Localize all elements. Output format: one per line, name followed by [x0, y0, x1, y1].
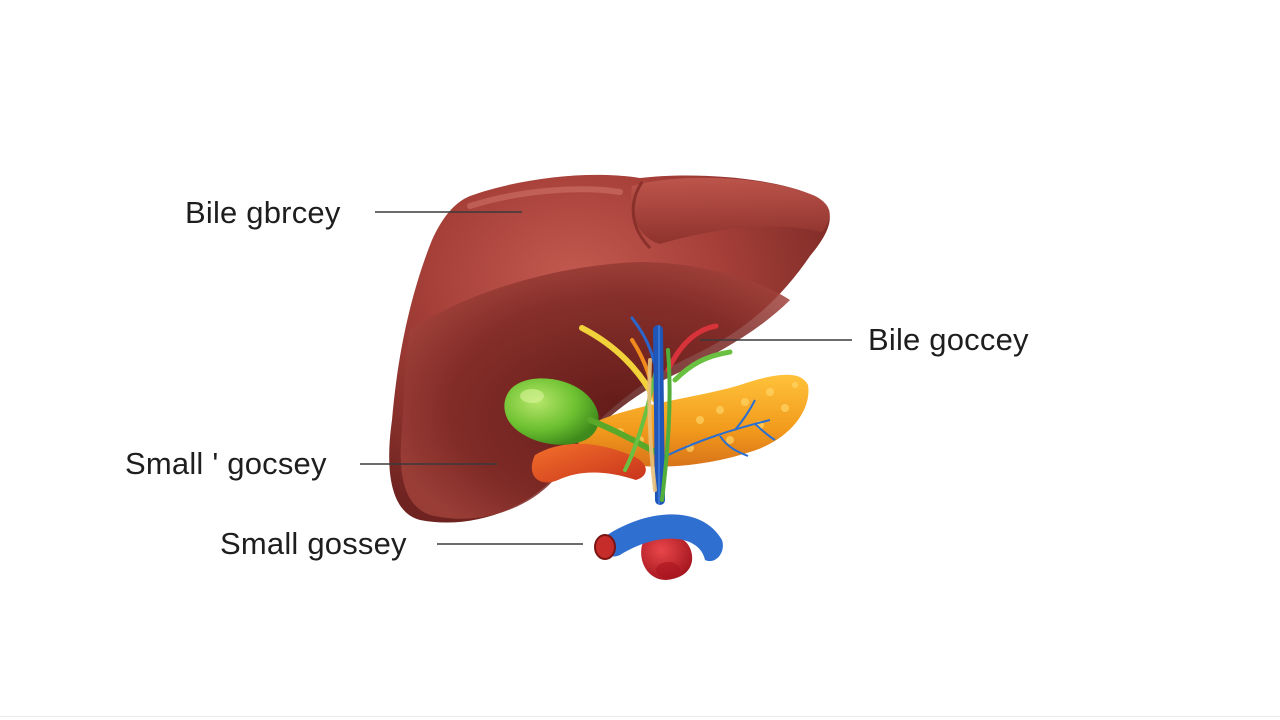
label-bile-gbrcey: Bile gbrcey [185, 195, 341, 230]
gallbladder-highlight [520, 389, 544, 403]
label-small-gossey: Small gossey [220, 526, 407, 561]
duodenum [531, 443, 646, 483]
pancreatic-vessels [667, 399, 776, 457]
cystic-duct [587, 417, 658, 455]
green-duct-right [672, 349, 733, 383]
aorta-opening [656, 562, 680, 578]
gallbladder [504, 378, 658, 455]
hepatic-artery [665, 323, 719, 373]
label-bile-goccey: Bile goccey [868, 322, 1029, 357]
portal-vein [653, 325, 665, 505]
liver-right-lobe [631, 177, 830, 244]
common-bile-duct [660, 348, 672, 502]
liver-underside-shadow [400, 262, 790, 519]
vena-cava [599, 514, 723, 562]
leader-lines [360, 211, 852, 545]
bottom-divider [0, 716, 1280, 717]
liver-highlight [467, 186, 623, 209]
hepatic-vessels [579, 316, 733, 505]
label-small-gocsey: Small ' gocsey [125, 446, 327, 481]
falciform-groove [631, 181, 652, 250]
tan-duct [647, 358, 657, 492]
bottom-vessels [594, 514, 723, 580]
vena-cava-opening [594, 534, 616, 560]
